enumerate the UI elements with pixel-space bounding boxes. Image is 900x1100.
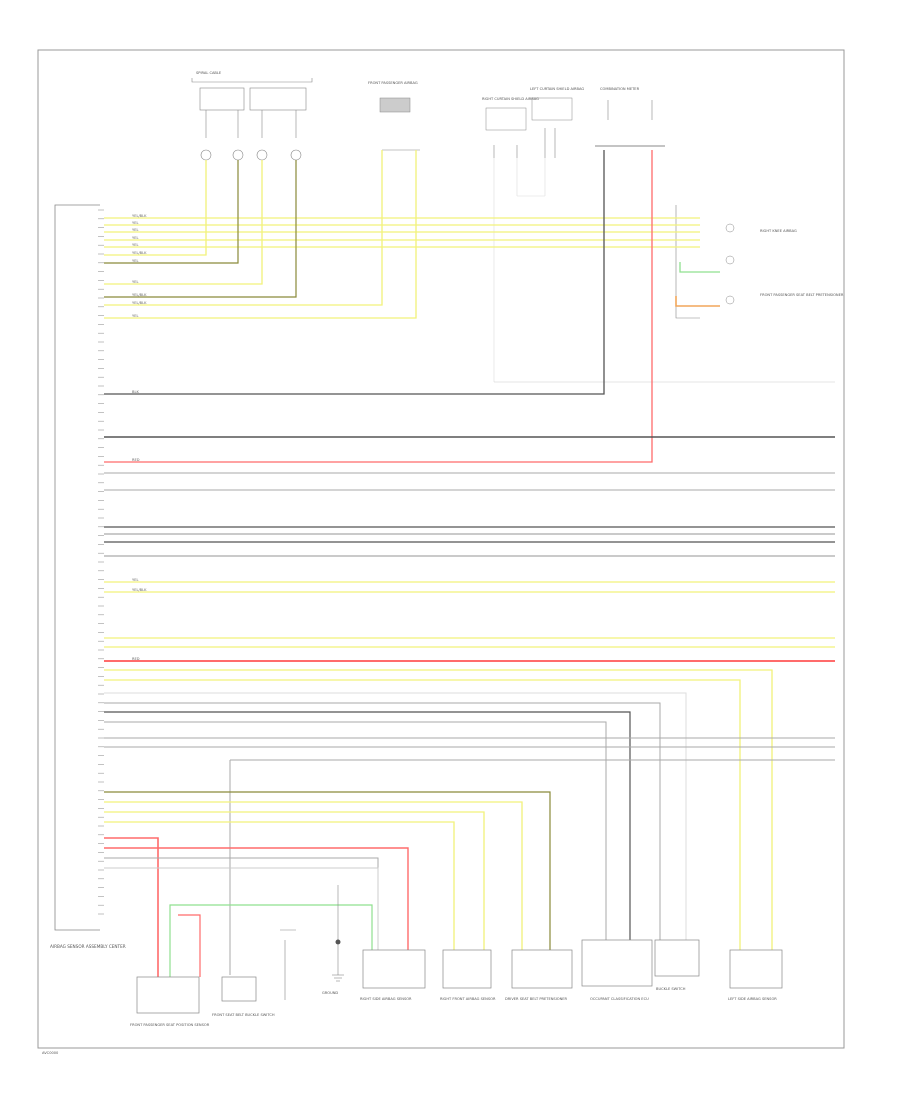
seat-belt-buckle-label: FRONT SEAT BELT BUCKLE SWITCH [212, 1013, 275, 1017]
wire-low-black [104, 711, 631, 940]
driver-seat-belt-box [511, 949, 573, 989]
spiral-cable-connector-1 [200, 149, 212, 161]
wire-low-gray-2 [104, 702, 661, 940]
left-curtain-block [531, 97, 573, 121]
wire-meter-black-label: BLK [132, 390, 139, 394]
spiral-cable-connector-3 [256, 149, 268, 161]
wire-top-yellow-label-2: YEL [132, 228, 138, 232]
wire-seat-yel-4 [104, 821, 455, 950]
wire-spiral-1 [104, 160, 207, 256]
left-side-sensor-box [729, 949, 783, 989]
wire-low-yellow-1 [104, 669, 773, 950]
wire-bus-yellow-label-2: YEL/BLK [132, 588, 147, 592]
wire-pass-1 [104, 150, 383, 306]
switch-icon [280, 929, 296, 1000]
wire-spiral-label-2: YEL [132, 259, 138, 263]
right-curtain-label: RIGHT CURTAIN SHIELD AIRBAG [482, 97, 539, 101]
connector-pins [98, 209, 104, 915]
wire-top-yellow-label-0: YEL/BLK [132, 214, 147, 218]
wire-pass-label-1: YEL/BLK [132, 301, 147, 305]
right-curtain-block [485, 107, 527, 131]
seat-belt-buckle-box [221, 976, 257, 1002]
wire-meter-red-label: RED [132, 458, 140, 462]
right-pass-seat-bracket [675, 205, 700, 319]
wire-pass-2 [104, 150, 417, 319]
wire-seat-yel-2 [104, 801, 523, 950]
wire-harness: YEL/BLK YEL YEL YEL YEL YEL/BLK YEL YEL YEL/BLK Y… [104, 150, 835, 977]
wire-top-yellow-label-1: YEL [132, 221, 138, 225]
pass-airbag-label: FRONT PASSENGER AIRBAG [368, 81, 418, 85]
ground-label: GROUND [322, 991, 338, 995]
buckle-switch-label: BUCKLE SWITCH [656, 987, 686, 991]
splice-dot-icon [335, 939, 341, 945]
sensing-module-bracket [54, 204, 100, 931]
wire-spiral-label-3: YEL [132, 280, 138, 284]
wire-meter-black [104, 150, 605, 395]
sensing-module-label: AIRBAG SENSOR ASSEMBLY CENTER [50, 944, 126, 949]
occupant-ecu-box [581, 939, 653, 987]
wire-spiral-2 [104, 160, 239, 264]
left-curtain-label: LEFT CURTAIN SHIELD AIRBAG [530, 87, 584, 91]
spiral-cable-label: SPIRAL CABLE [196, 71, 222, 75]
wire-seat-red-2 [104, 847, 409, 950]
front-pass-seat-sensor-box [136, 976, 200, 1014]
wire-spiral-3 [104, 160, 263, 285]
diagram-frame [37, 49, 845, 1049]
wire-green-seat [679, 262, 720, 273]
spiral-cable-connector-2 [232, 149, 244, 161]
wire-spiral-label-4: YEL/BLK [132, 293, 147, 297]
wire-spiral-label-1: YEL/BLK [132, 251, 147, 255]
wire-low-gray-3 [104, 721, 607, 940]
right-side-sensor-box [362, 949, 426, 989]
wire-low-gray-1 [104, 692, 687, 940]
wire-seat-green [169, 904, 373, 977]
steering-airbag-squib-2 [249, 87, 307, 111]
wire-meter-red [104, 150, 653, 463]
right-front-sensor-label: RIGHT FRONT AIRBAG SENSOR [440, 997, 496, 1001]
wire-seat-gray-1 [104, 857, 379, 875]
spiral-cable-connector-4 [290, 149, 302, 161]
wire-seat-gray-2 [104, 867, 379, 950]
footer-code: AVC0000 [42, 1051, 59, 1055]
ground-icon [332, 974, 344, 982]
wire-seat-red-3 [178, 914, 201, 977]
buckle-switch-box [654, 939, 700, 977]
wire-pass-label-2: YEL [132, 314, 138, 318]
wire-low-yellow-2 [104, 679, 741, 950]
combo-meter-label: COMBINATION METER [600, 87, 640, 91]
wire-seat-red-1 [104, 837, 159, 977]
steering-airbag-squib-1 [199, 87, 245, 111]
occupant-ecu-label: OCCUPANT CLASSIFICATION ECU [590, 997, 649, 1001]
front-pass-seat-label: FRONT PASSENGER SEAT POSITION SENSOR [130, 1023, 210, 1027]
right-side-sensor-label: RIGHT SIDE AIRBAG SENSOR [360, 997, 412, 1001]
passenger-pt-label: FRONT PASSENGER SEAT BELT PRETENSIONER [760, 293, 844, 297]
wire-orange-seat [675, 296, 720, 307]
right-front-sensor-box [442, 949, 492, 989]
wire-top-yellow-label-3: YEL [132, 236, 138, 240]
spiral-cable-bracket [191, 78, 313, 83]
wire-spiral-4 [104, 160, 297, 298]
wire-seat-yel-1 [104, 791, 551, 950]
wire-top-yellow-label-4: YEL [132, 243, 138, 247]
right-knee-label: RIGHT KNEE AIRBAG [760, 229, 797, 233]
wire-bus-red-label: RED [132, 657, 140, 661]
wire-seat-yel-3 [104, 811, 485, 950]
driver-seat-belt-label: DRIVER SEAT BELT PRETENSIONER [505, 997, 568, 1001]
left-side-sensor-label: LEFT SIDE AIRBAG SENSOR [728, 997, 777, 1001]
pass-airbag-block [379, 97, 411, 113]
wire-bus-yellow-label-1: YEL [132, 578, 138, 582]
